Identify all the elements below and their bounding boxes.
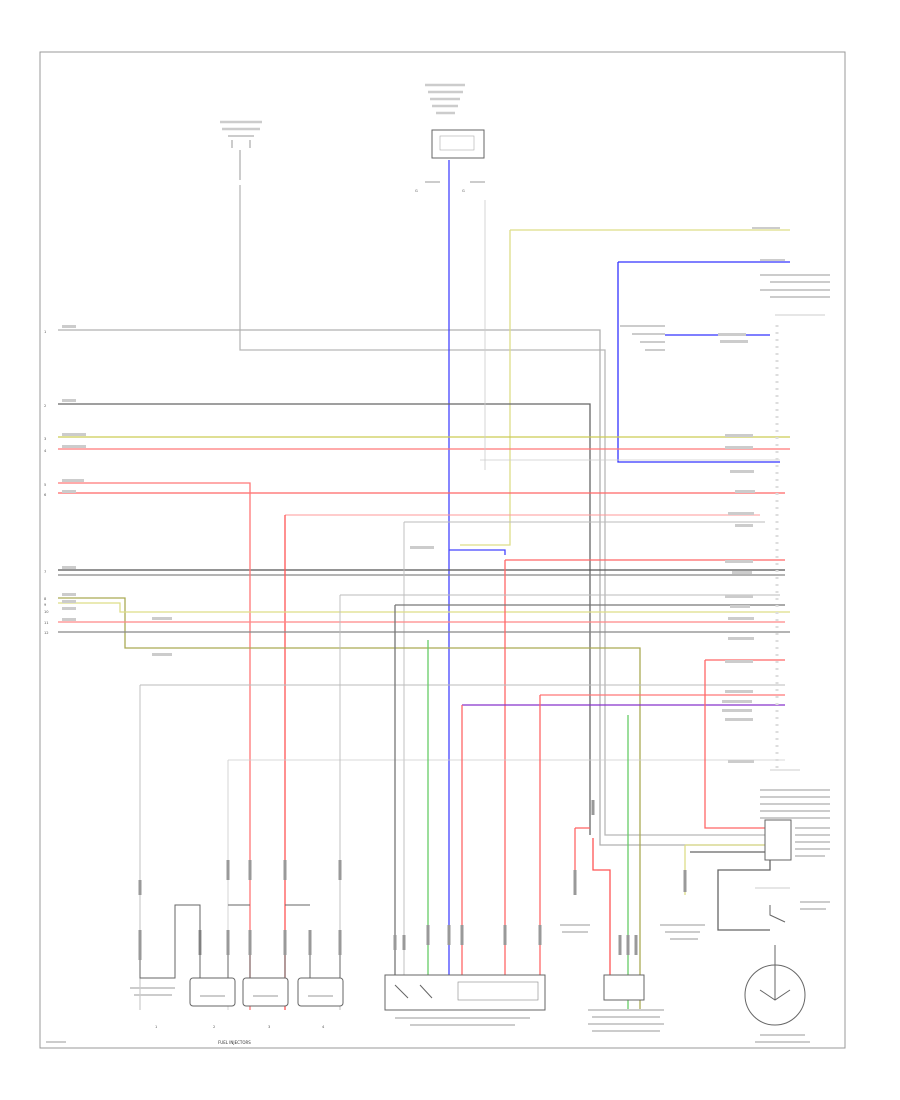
throttle-module [384,974,546,1026]
injector-number: 3 [268,1025,270,1029]
terminal-number: 4 [44,449,47,453]
terminal-number: 6 [44,493,47,497]
diagram-frame [39,51,846,1049]
right-connector-pins [620,227,830,819]
terminal-number: 7 [44,570,46,574]
left-terminal-labels [62,325,434,656]
terminal-number: 3 [44,437,46,441]
terminal-number: 5 [44,483,46,487]
ground-label: G [462,189,465,193]
injector-number: 2 [213,1025,215,1029]
terminal-number: 12 [44,631,49,635]
fuel-injector-2 [242,977,289,1007]
fuel-injector-1 [189,977,236,1007]
ground-label: G [415,189,418,193]
terminal-number: 8 [44,597,47,601]
ignition-switch [744,819,830,1043]
terminal-number: 2 [44,404,46,408]
connector-stubs [138,800,687,960]
fuel-injectors-label: FUEL INJECTORS [218,1040,251,1045]
injector-number: 4 [322,1025,325,1029]
terminal-number: 1 [44,330,46,334]
top-center-module [425,83,485,159]
terminal-number: 9 [44,603,47,607]
left-terminal-numbers: 1 2 3 4 5 6 7 8 9 10 11 12 [44,330,49,635]
fuel-injector-group: 1 2 3 4 FUEL INJECTORS [130,904,344,1045]
wire-network [58,160,790,1010]
terminal-number: 10 [44,610,49,614]
fuel-injector-3 [297,977,344,1007]
center-sensor [560,924,705,1032]
top-left-connector [220,120,262,180]
ground-markers: G G [415,181,485,193]
injector-number: 1 [155,1025,157,1029]
terminal-number: 11 [44,621,49,625]
